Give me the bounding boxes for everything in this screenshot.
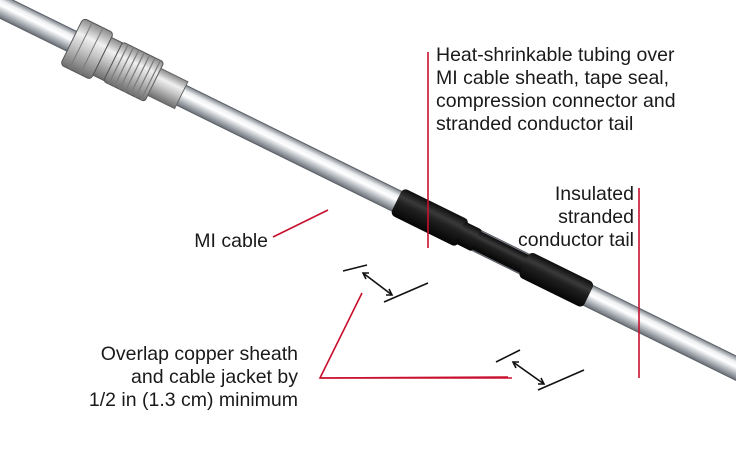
overlap-dimension-right [495, 349, 585, 391]
tubing-neck [472, 232, 531, 274]
label-line: Insulated [554, 183, 634, 205]
label-line: and cable jacket by [131, 366, 298, 388]
label-mi-cable: MI cable [194, 230, 268, 253]
tubing-left-shoulder [391, 189, 468, 246]
label-line: 1/2 in (1.3 cm) minimum [88, 389, 298, 411]
heat-shrink-tubing [391, 189, 594, 307]
leader-overlap [318, 292, 512, 379]
leader-lines [272, 52, 640, 379]
label-line: Overlap copper sheath [100, 343, 298, 365]
label-insulated-conductor-tail: Insulated stranded conductor tail [518, 183, 634, 252]
compression-fitting [61, 18, 189, 110]
label-overlap-minimum: Overlap copper sheath and cable jacket b… [89, 343, 298, 412]
overlap-dimension-left [342, 264, 429, 303]
label-line: conductor tail [518, 229, 634, 251]
label-line: compression connector and [436, 90, 676, 112]
label-line: MI cable sheath, tape seal, [436, 67, 670, 89]
label-line: stranded [558, 206, 634, 228]
leader-mi-cable [272, 209, 329, 238]
label-line: Heat-shrinkable tubing over [436, 44, 675, 66]
tubing-right-shoulder [519, 252, 594, 307]
label-line: MI cable [194, 230, 268, 252]
label-line: stranded conductor tail [436, 113, 634, 135]
label-heat-shrink-tubing: Heat-shrinkable tubing over MI cable she… [436, 44, 676, 136]
